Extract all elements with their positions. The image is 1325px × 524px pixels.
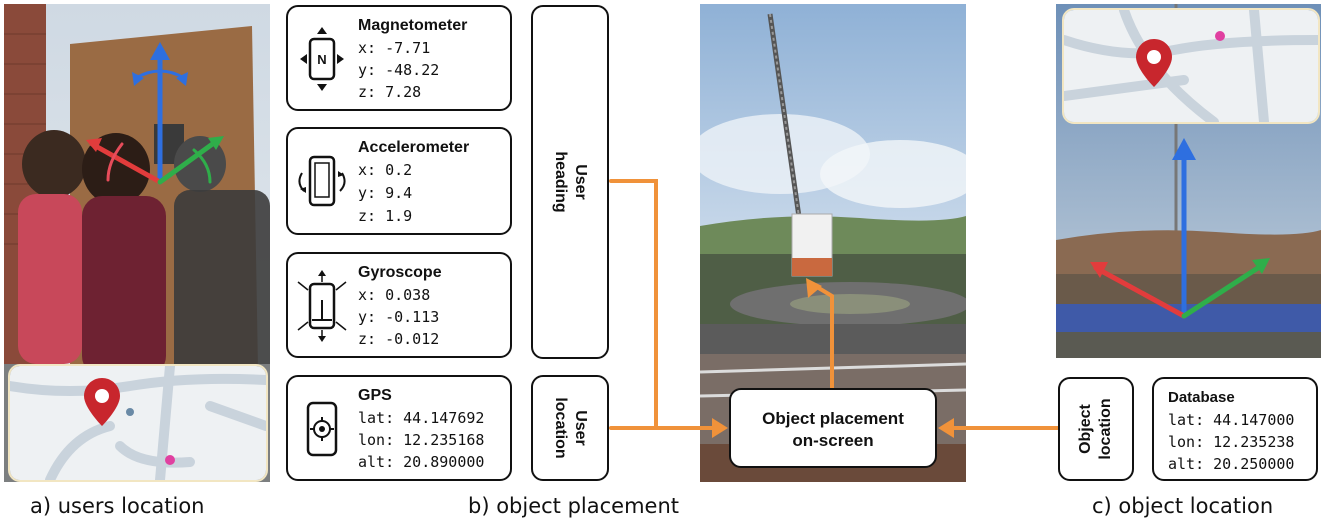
database-alt: alt: 20.250000 xyxy=(1168,455,1295,473)
moving-phone-icon xyxy=(297,270,347,342)
object-location-line-2: location xyxy=(1097,398,1114,460)
caption-c: c) object location xyxy=(1092,494,1274,518)
gyroscope-title: Gyroscope xyxy=(358,264,442,281)
database-lon: lon: 12.235238 xyxy=(1168,433,1295,451)
arrow-head-placement-right xyxy=(938,418,954,438)
object-location-label: Object location xyxy=(1058,377,1134,481)
magnetometer-x: x: -7.71 xyxy=(358,39,431,57)
orientation-axes xyxy=(86,42,224,185)
database-title: Database xyxy=(1168,389,1235,406)
magnetometer-card: N Magnetometer x: -7.71 y: -48.22 z: 7.2… xyxy=(286,5,512,111)
database-card: Database lat: 44.147000 lon: 12.235238 a… xyxy=(1152,377,1318,481)
arrow-head-to-object xyxy=(806,278,822,298)
caption-a: a) users location xyxy=(30,494,205,518)
compass-phone-icon: N xyxy=(300,27,344,91)
magnetometer-title: Magnetometer xyxy=(358,17,468,34)
location-phone-icon xyxy=(306,401,338,457)
gps-lat: lat: 44.147692 xyxy=(358,409,485,427)
object-placement-line-1: Object placement xyxy=(762,409,904,428)
north-glyph: N xyxy=(317,52,326,67)
gyroscope-card: Gyroscope x: 0.038 y: -0.113 z: -0.012 xyxy=(286,252,512,358)
object-placement-line-2: on-screen xyxy=(792,431,874,450)
gps-alt: alt: 20.890000 xyxy=(358,453,485,471)
gps-card: GPS lat: 44.147692 lon: 12.235168 alt: 2… xyxy=(286,375,512,481)
accelerometer-x: x: 0.2 xyxy=(358,161,413,179)
magnetometer-y: y: -48.22 xyxy=(358,61,440,79)
accelerometer-card: Accelerometer x: 0.2 y: 9.4 z: 1.9 xyxy=(286,127,512,235)
user-location-label: User location xyxy=(531,375,609,481)
rotating-phone-icon xyxy=(298,155,346,207)
gyroscope-z: z: -0.012 xyxy=(358,330,440,348)
accelerometer-z: z: 1.9 xyxy=(358,207,413,225)
accelerometer-title: Accelerometer xyxy=(358,139,470,156)
magnetometer-z: z: 7.28 xyxy=(358,83,422,101)
user-heading-label: User heading xyxy=(531,5,609,359)
map-inset-c xyxy=(1062,8,1320,124)
object-location-line-1: Object xyxy=(1077,404,1094,454)
arrow-head-placement-left xyxy=(712,418,728,438)
gyroscope-y: y: -0.113 xyxy=(358,308,440,326)
accelerometer-y: y: 9.4 xyxy=(358,184,413,202)
map-inset-a xyxy=(8,364,268,482)
gps-title: GPS xyxy=(358,387,392,404)
database-lat: lat: 44.147000 xyxy=(1168,411,1295,429)
caption-b: b) object placement xyxy=(468,494,680,518)
object-pin-icon xyxy=(1136,39,1172,87)
location-pin-icon xyxy=(84,378,120,426)
object-placement-box: Object placement on-screen xyxy=(729,388,937,468)
gps-lon: lon: 12.235168 xyxy=(358,431,485,449)
gyroscope-x: x: 0.038 xyxy=(358,286,431,304)
